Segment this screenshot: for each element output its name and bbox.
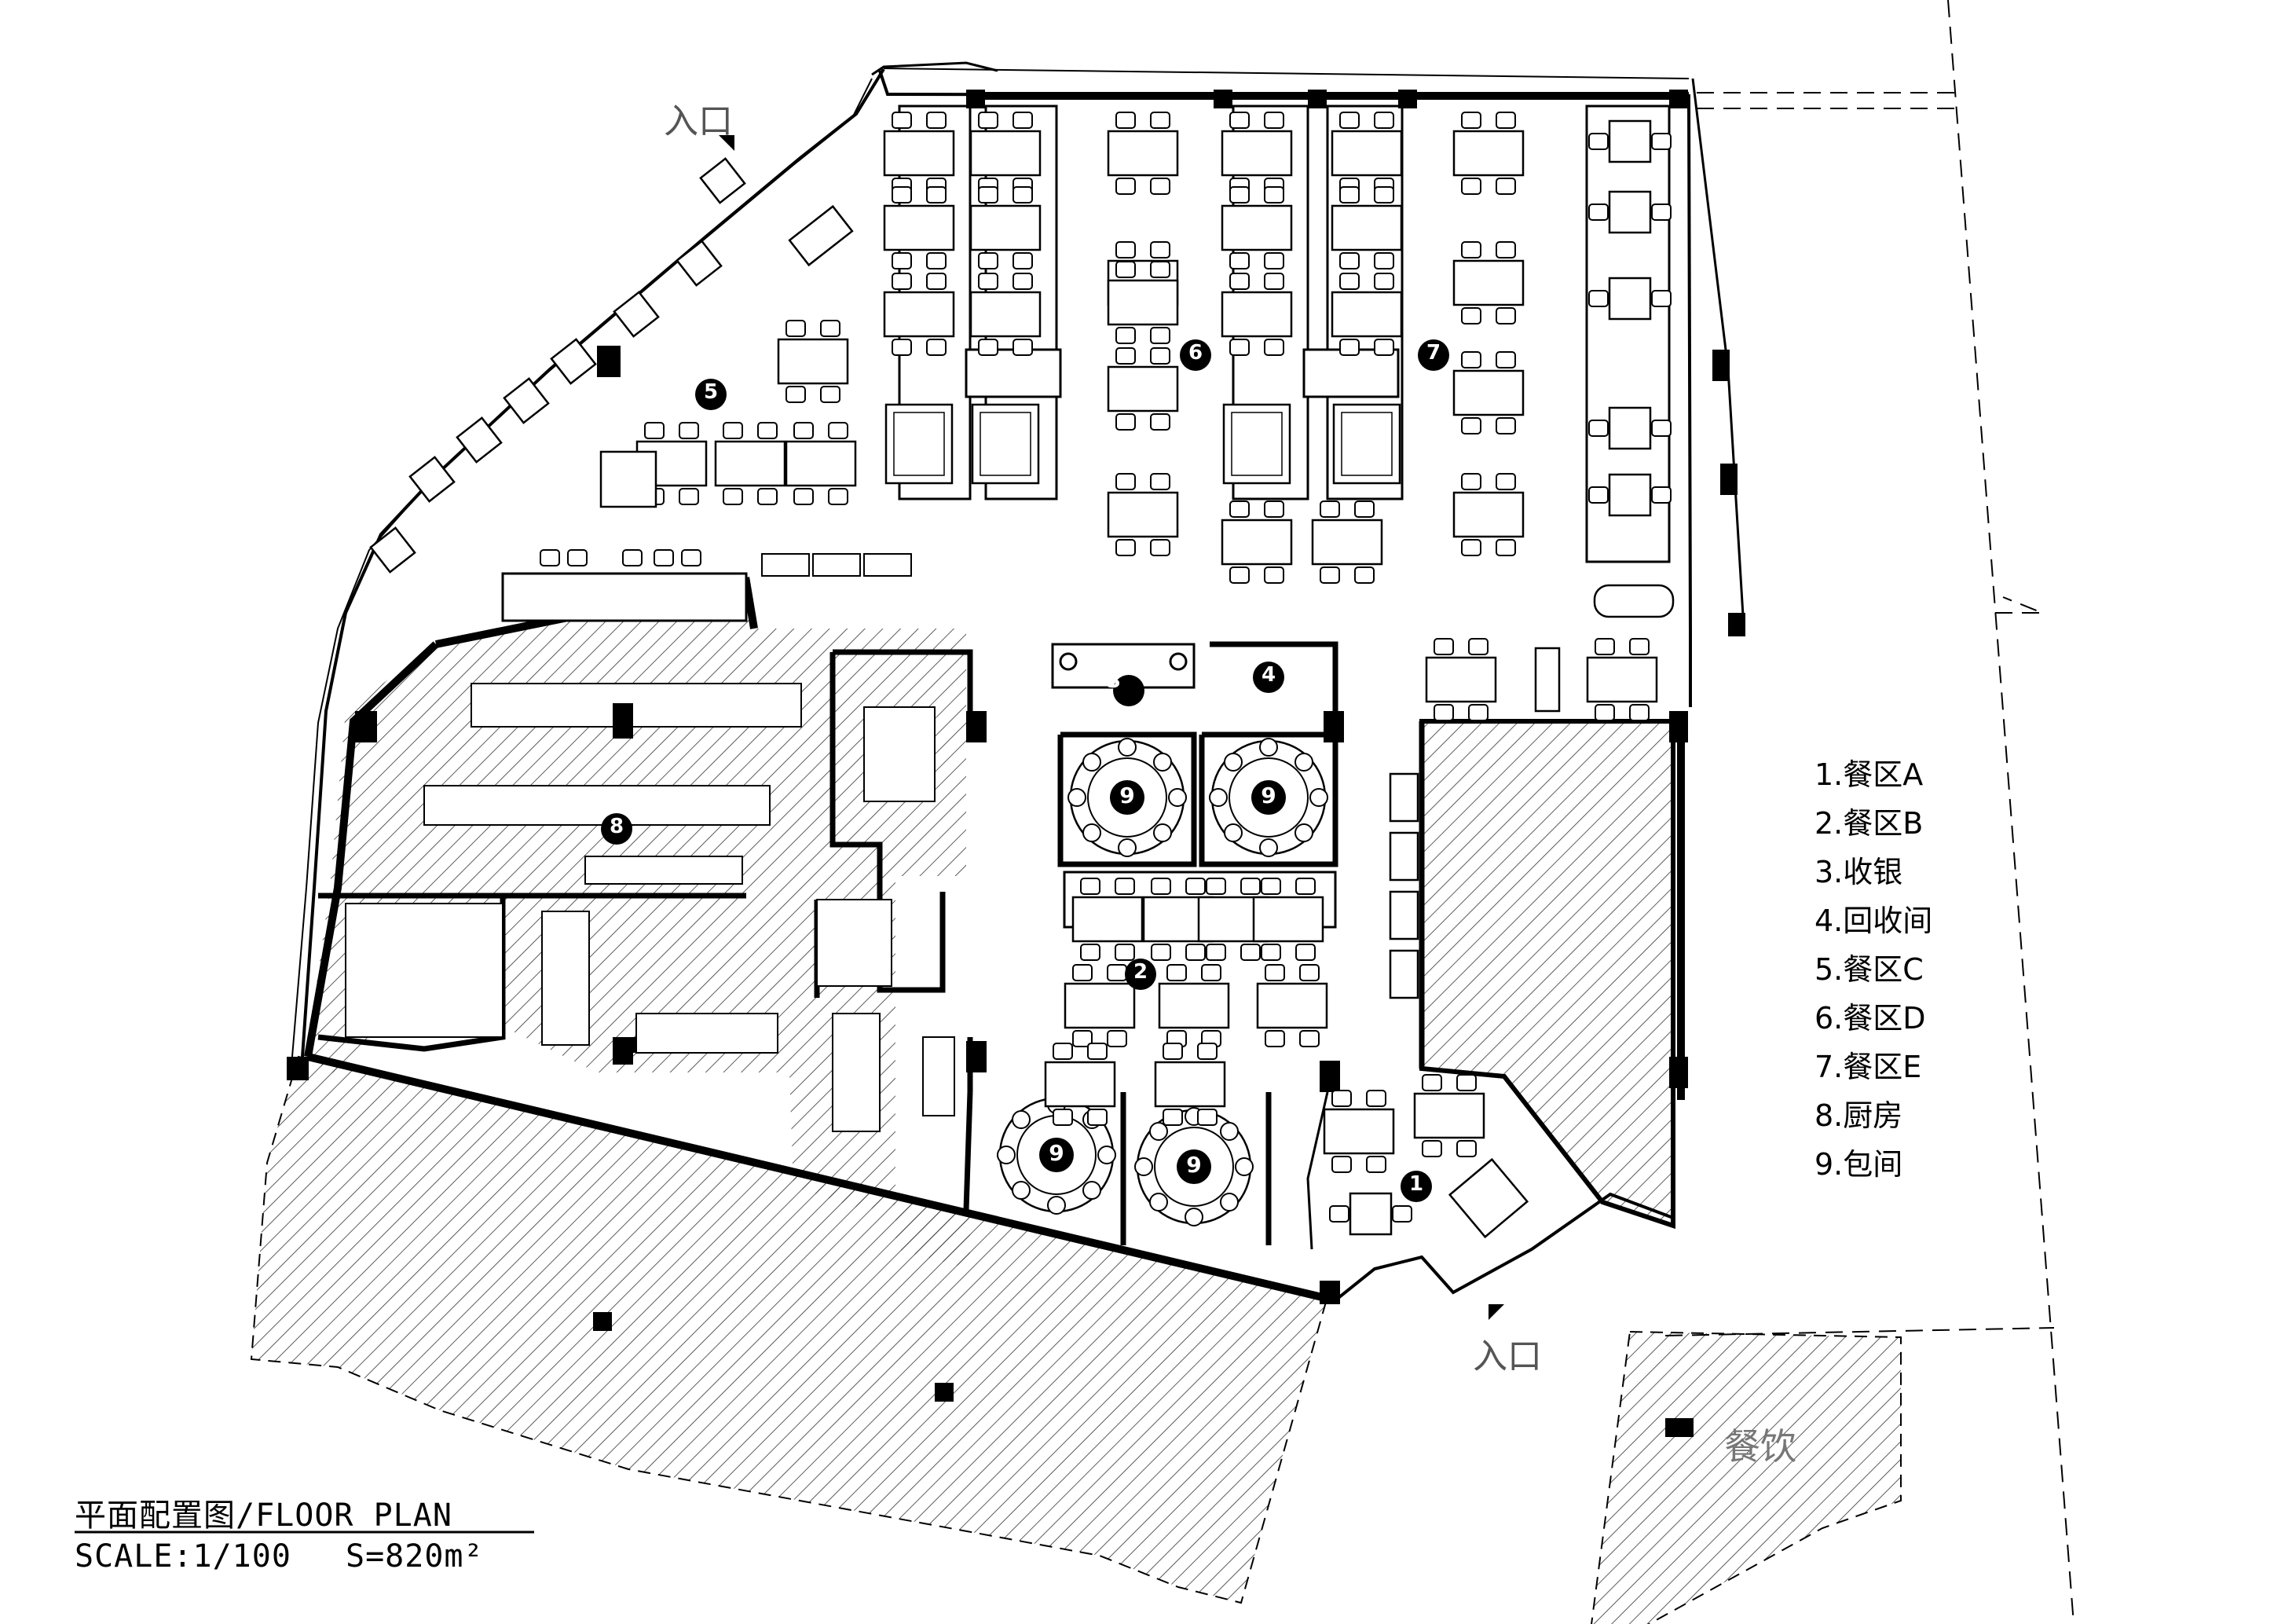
legend-item-9: 9.包间	[1814, 1147, 1903, 1182]
neighbor-restaurant-label: 餐饮	[1724, 1425, 1796, 1468]
entrance-label-bottom: 入口	[1473, 1336, 1542, 1377]
outdoor-terrace-hatch	[250, 1055, 1329, 1604]
zone-marker-9-d: 9	[1186, 1152, 1202, 1178]
site-boundary-lines	[1664, 0, 2074, 1624]
legend-item-5: 5.餐区C	[1814, 952, 1924, 987]
legend: 1.餐区A 2.餐区B 3.收银 4.回收间 5.餐区C 6.餐区D 7.餐区E…	[1814, 750, 1932, 1189]
zone-marker-4: 4	[1261, 663, 1276, 687]
legend-item-1: 1.餐区A	[1814, 757, 1924, 792]
dining-area-de-furniture	[884, 104, 1675, 618]
kitchen-fixtures	[345, 683, 955, 1132]
zone-marker-2: 2	[1133, 960, 1148, 984]
drawing-title: 平面配置图/FLOOR PLAN	[75, 1498, 452, 1534]
legend-item-6: 6.餐区D	[1814, 1001, 1926, 1036]
legend-item-7: 7.餐区E	[1814, 1050, 1922, 1084]
legend-item-4: 4.回收间	[1814, 904, 1933, 938]
kitchen-hatch	[306, 581, 970, 1269]
dining-area-b-furniture	[1045, 772, 1419, 1125]
zone-marker-9-b: 9	[1261, 783, 1276, 808]
zone-marker-9-a: 9	[1119, 783, 1135, 808]
drawing-scale: SCALE:1/100	[75, 1538, 291, 1575]
entry-tables	[1426, 639, 1657, 720]
legend-item-2: 2.餐区B	[1814, 806, 1924, 841]
legend-item-3: 3.收银	[1814, 855, 1903, 889]
zone-marker-3: 3	[1106, 669, 1122, 693]
entrance-label-top: 入口	[664, 101, 733, 141]
legend-item-8: 8.厨房	[1814, 1098, 1903, 1133]
zone-markers	[601, 339, 1449, 1202]
zone-marker-6: 6	[1188, 341, 1203, 365]
zone-marker-1: 1	[1408, 1172, 1424, 1196]
dining-area-c-furniture	[369, 157, 912, 622]
zone-marker-5: 5	[703, 380, 719, 404]
zone-marker-7: 7	[1426, 341, 1441, 365]
zone-marker-8: 8	[609, 815, 624, 838]
zone-marker-9-c: 9	[1049, 1140, 1064, 1166]
neighbor-restaurant-hatch	[1591, 1330, 1902, 1624]
drawing-area: S=820m²	[346, 1538, 484, 1575]
entrance-arrow-icon	[719, 135, 1504, 1320]
dining-area-a-furniture	[1306, 1075, 1529, 1250]
